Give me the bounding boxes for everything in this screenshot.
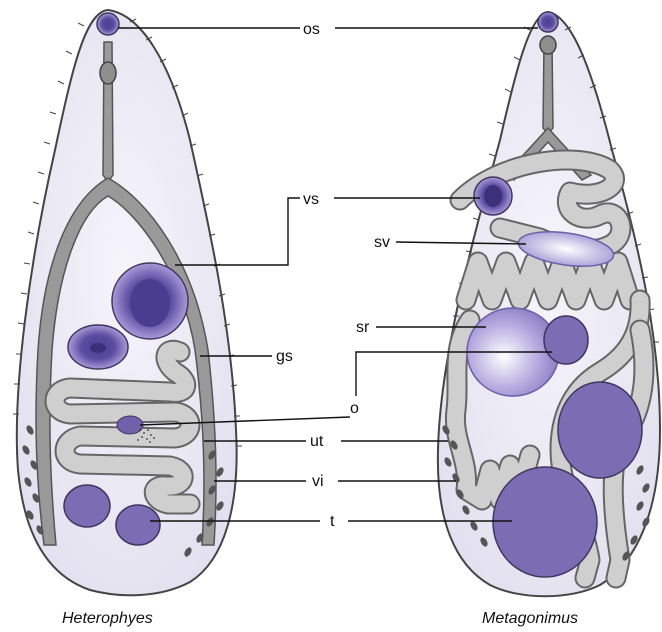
- caption-heterophyes: Heterophyes: [62, 610, 153, 627]
- heterophyes-testis-left: [64, 485, 110, 527]
- heterophyes-genital-sucker-lumen: [90, 343, 106, 353]
- label-gs: gs: [276, 348, 293, 365]
- label-o: o: [350, 400, 359, 417]
- label-sv: sv: [374, 234, 390, 251]
- heterophyes-ventral-sucker-lumen: [130, 279, 170, 327]
- metagonimus-specimen: [438, 12, 660, 596]
- label-ut: ut: [310, 433, 324, 450]
- metagonimus-ventral-sucker-lumen: [484, 185, 502, 207]
- metagonimus-ovary: [544, 316, 588, 364]
- labels: os vs sv sr gs o ut vi t: [276, 21, 390, 530]
- metagonimus-testis-anterior: [558, 382, 642, 478]
- heterophyes-ovary: [117, 416, 143, 434]
- label-vi: vi: [312, 473, 324, 490]
- metagonimus-testis-posterior: [493, 467, 597, 577]
- caption-metagonimus: Metagonimus: [482, 610, 578, 627]
- metagonimus-oesophagus: [543, 42, 553, 134]
- metagonimus-oral-sucker: [538, 12, 558, 32]
- label-vs: vs: [303, 191, 319, 208]
- label-t: t: [330, 513, 335, 530]
- heterophyes-pharynx: [100, 62, 116, 84]
- heterophyes-oral-sucker: [97, 13, 119, 35]
- label-os: os: [303, 21, 320, 38]
- heterophyes-testis-right: [116, 505, 160, 545]
- heterophyes-specimen: [13, 10, 242, 595]
- label-sr: sr: [356, 319, 370, 336]
- metagonimus-pharynx: [540, 36, 556, 54]
